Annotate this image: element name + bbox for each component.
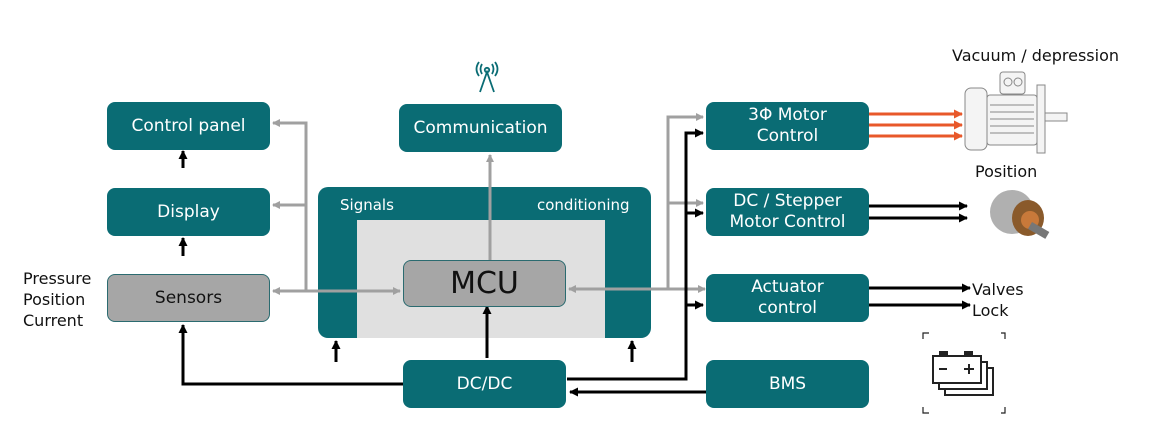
signals-label: Signals (340, 196, 394, 214)
antenna-icon (475, 61, 499, 93)
sensors-block: Sensors (107, 274, 270, 322)
communication-block: Communication (399, 104, 562, 152)
conditioning-label: conditioning (537, 196, 630, 214)
valves-label: Valves (972, 280, 1024, 299)
power-wires (178, 128, 971, 397)
control-panel-block: Control panel (107, 102, 270, 150)
vacuum-label: Vacuum / depression (952, 46, 1120, 65)
phase-wires (868, 109, 963, 141)
lock-label: Lock (972, 301, 1009, 320)
mcu-block: MCU (403, 260, 566, 307)
display-block: Display (107, 188, 270, 236)
signal-wires-left (272, 113, 706, 295)
battery-icon (922, 332, 1006, 414)
motor-image (964, 71, 1068, 154)
sensor-inputs-label: Pressure Position Current (23, 269, 92, 330)
dcdc-block: DC/DC (403, 360, 566, 408)
bms-block: BMS (706, 360, 869, 408)
stepper-motor-image (990, 190, 1050, 239)
position-label: Position (975, 162, 1038, 181)
